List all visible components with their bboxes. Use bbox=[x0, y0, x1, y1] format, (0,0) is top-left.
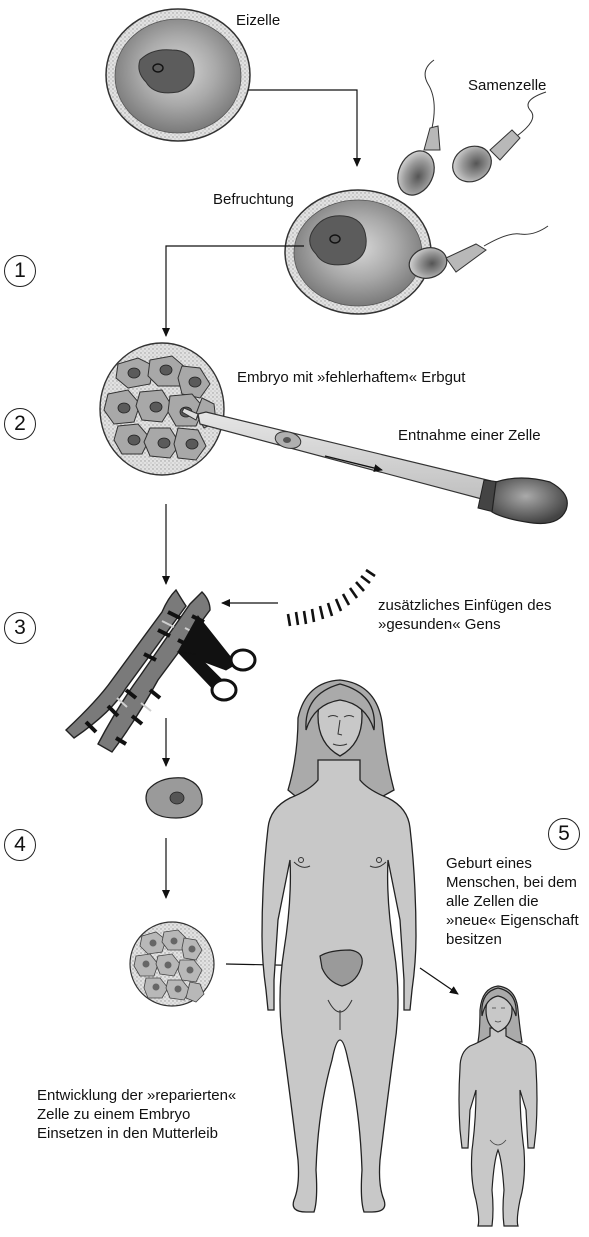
label-development-1: Entwicklung der »reparierten« bbox=[37, 1086, 236, 1105]
label-sperm: Samenzelle bbox=[468, 76, 546, 95]
embryo-repaired bbox=[130, 922, 214, 1006]
embryo-defective bbox=[100, 343, 224, 475]
label-cell-removal: Entnahme einer Zelle bbox=[398, 426, 541, 445]
arrow-egg-to-fertilization bbox=[248, 90, 357, 166]
fertilized-egg bbox=[285, 190, 548, 314]
label-fertilization: Befruchtung bbox=[213, 190, 294, 209]
step-marker-4: 4 bbox=[4, 829, 36, 861]
label-birth-4: »neue« Eigenschaft bbox=[446, 911, 579, 930]
gene-fragment bbox=[288, 570, 375, 626]
woman-figure bbox=[262, 680, 416, 1212]
sperm-cell-1 bbox=[391, 60, 441, 201]
step-marker-3: 3 bbox=[4, 612, 36, 644]
label-birth-1: Geburt eines bbox=[446, 854, 532, 873]
step-marker-1: 1 bbox=[4, 255, 36, 287]
label-embryo-defect: Embryo mit »fehlerhaftem« Erbgut bbox=[237, 368, 465, 387]
egg-cell bbox=[106, 9, 250, 141]
chromosome bbox=[66, 590, 210, 752]
label-development-2: Zelle zu einem Embryo bbox=[37, 1105, 190, 1124]
step-marker-5: 5 bbox=[548, 818, 580, 850]
label-birth-2: Menschen, bei dem bbox=[446, 873, 577, 892]
label-gene-insert-2: »gesunden« Gens bbox=[378, 615, 501, 634]
label-birth-3: alle Zellen die bbox=[446, 892, 539, 911]
label-development-3: Einsetzen in den Mutterleib bbox=[37, 1124, 218, 1143]
label-birth-5: besitzen bbox=[446, 930, 502, 949]
arrow-to-embryo bbox=[166, 246, 304, 336]
label-egg: Eizelle bbox=[236, 11, 280, 30]
label-gene-insert-1: zusätzliches Einfügen des bbox=[378, 596, 551, 615]
repaired-cell bbox=[146, 778, 202, 818]
sperm-cell-2 bbox=[446, 92, 546, 189]
arrow-to-child bbox=[420, 968, 458, 994]
step-marker-2: 2 bbox=[4, 408, 36, 440]
